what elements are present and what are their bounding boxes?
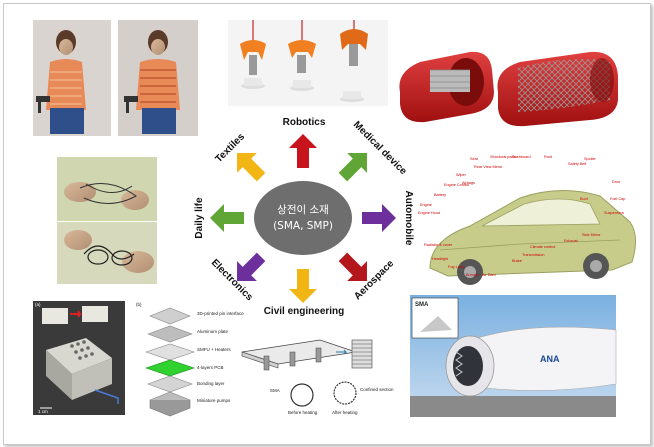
- electronics-photo-a: [33, 301, 125, 415]
- car-part-label: Transmission: [522, 253, 544, 257]
- car-part-label: Radiator & cover: [424, 243, 453, 247]
- panel-a-label: (a): [35, 302, 41, 307]
- car-part-label: Bumper: [466, 273, 480, 277]
- car-part-label: Climate control: [530, 245, 555, 249]
- layer-label-1: 3D-printed pin interface: [197, 311, 244, 316]
- car-part-label: Engine: [420, 203, 432, 207]
- textiles-photo-left: [33, 20, 111, 136]
- label-daily-life: Daily life: [194, 197, 205, 239]
- svg-text:ANA: ANA: [540, 354, 560, 364]
- panel-b-label: (b): [136, 302, 142, 307]
- civil-confined-label: Confined section: [360, 387, 394, 392]
- electronics-exploded-view: [145, 307, 195, 417]
- car-part-label: Fuel Cap: [610, 197, 625, 201]
- car-part-label: Airbags: [462, 181, 475, 185]
- car-part-label: Safety Belt: [568, 162, 587, 166]
- label-civil-engineering: Civil engineering: [264, 306, 345, 317]
- layer-label-4: 4-layers PCB: [197, 365, 224, 370]
- car-part-label: Exhaust: [564, 239, 579, 243]
- car-part-label: Fog Lamp: [448, 265, 465, 269]
- daily-life-photo-top: [57, 157, 157, 221]
- daily-life-photo-bottom: [57, 222, 157, 284]
- center-title: 상전이 소재: [277, 204, 329, 216]
- civil-after-label: After heating: [332, 410, 358, 415]
- car-part-label: Side Mirror: [582, 233, 601, 237]
- arrow-automobile: [362, 204, 396, 232]
- arrow-textiles: [237, 153, 266, 182]
- layer-label-5: Bonding layer: [197, 381, 225, 386]
- car-part-label: Spoiler: [584, 157, 597, 161]
- car-part-label: Battery: [434, 193, 446, 197]
- center-subtitle: (SMA, SMP): [273, 220, 333, 232]
- layer-label-3: SMFU + Heaters: [197, 347, 231, 352]
- car-part-label: Suspension: [604, 211, 624, 215]
- arrow-daily-life: [210, 204, 244, 232]
- textiles-photo-right: [118, 20, 198, 136]
- label-automobile: Automobile: [403, 191, 414, 246]
- layer-label-2: Aluminum plate: [197, 329, 229, 334]
- medical-stent-illustration: [399, 51, 618, 127]
- civil-before-label: Before heating: [288, 410, 318, 415]
- car-part-label: Seat: [470, 157, 479, 161]
- civil-sma-label: SMA: [270, 388, 280, 393]
- car-part-label: Structural parts: [490, 155, 516, 159]
- car-part-label: Door: [612, 180, 621, 184]
- arrow-medical: [338, 153, 367, 182]
- car-part-label: Roof: [544, 155, 553, 159]
- automobile-illustration: [429, 190, 636, 285]
- arrow-civil: [289, 269, 317, 303]
- car-part-label: Rear View Mirror: [474, 165, 503, 169]
- robotics-photo: [228, 20, 388, 106]
- electronics-pin-grid: [70, 340, 94, 360]
- arrow-aerospace: [338, 252, 367, 281]
- center-ellipse: [254, 181, 352, 255]
- car-part-label: Brake: [512, 259, 522, 263]
- label-robotics: Robotics: [283, 117, 326, 128]
- car-part-label: Wiper: [456, 173, 467, 177]
- aerospace-photo: ANA: [410, 295, 617, 417]
- arrow-electronics: [237, 252, 266, 281]
- civil-bridge-illustration: [241, 339, 373, 407]
- car-part-label: Engine Hood: [418, 211, 440, 215]
- car-part-label: Headlight: [432, 257, 449, 261]
- car-part-label: Engine Control: [444, 183, 469, 187]
- aero-sma-label: SMA: [415, 302, 429, 308]
- scale-bar-label: 1 cm: [38, 409, 48, 414]
- car-part-label: Dashboard: [512, 155, 531, 159]
- car-part-label: Boot: [580, 197, 589, 201]
- layer-label-6: Miniature pumps: [197, 398, 231, 403]
- arrow-robotics: [289, 134, 317, 168]
- car-part-label: Air Dam: [482, 273, 496, 277]
